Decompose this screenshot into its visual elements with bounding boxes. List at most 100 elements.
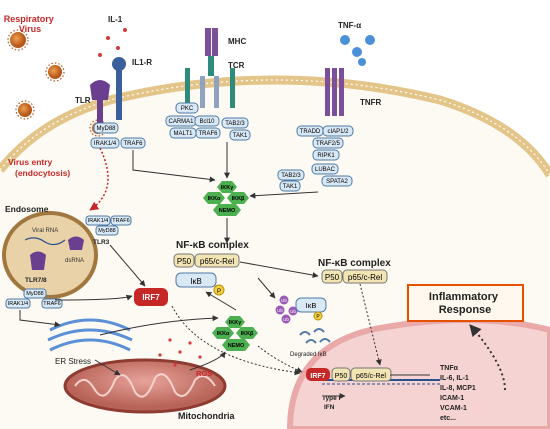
nfkb-complex-free: P50 p65/c-Rel bbox=[321, 269, 388, 284]
p65crel-cyto-label: p65/c-Rel bbox=[200, 257, 234, 266]
mitochondria-label: Mitochondria bbox=[178, 411, 235, 421]
tlr3-adapters: IRAK1/4 TRAF6 MyD88 bbox=[85, 215, 132, 236]
pkc-label: PKC bbox=[181, 106, 194, 112]
ikk-complex-upper: IKKγ IKKα IKKβ NEMO bbox=[203, 181, 249, 216]
ros-label: ROS bbox=[196, 369, 212, 378]
degraded-ikb-label: Degraded IκB bbox=[290, 352, 327, 358]
tradd-label: TRADD bbox=[300, 129, 321, 135]
nfkb-complex-free-title: NF-κB complex bbox=[318, 258, 391, 269]
il1-ligands bbox=[98, 28, 127, 57]
ikk-gamma-upper-label: IKKγ bbox=[221, 185, 234, 191]
ikk-gamma-lower-label: IKKγ bbox=[229, 320, 242, 326]
irak14-label: IRAK1/4 bbox=[94, 141, 117, 147]
viral-rna-strand bbox=[24, 237, 66, 246]
tlr-receptor bbox=[90, 80, 110, 125]
tlr78-receptor bbox=[30, 251, 46, 270]
irak14-lower-label: IRAK1/4 bbox=[8, 301, 28, 307]
ikk-complex-lower: IKKγ IKKα IKKβ NEMO bbox=[212, 316, 258, 351]
nuclear-transcription-complex: IRF7 P50 p65/c-Rel bbox=[306, 367, 440, 385]
ikk-alpha-upper-label: IKKα bbox=[208, 196, 221, 202]
traf25-label: TRAF2/5 bbox=[316, 141, 341, 147]
spata2-label: SPATA2 bbox=[326, 179, 348, 185]
type1-ifn-label: Type I IFN bbox=[322, 395, 342, 411]
p50-cyto-label: P50 bbox=[177, 257, 192, 266]
mhc-label: MHC bbox=[228, 37, 246, 46]
degraded-ikb-fragments bbox=[299, 328, 331, 344]
tlr78-label: TLR7/8 bbox=[25, 277, 47, 284]
myd88-label: MyD88 bbox=[96, 126, 116, 132]
cytokine-list: TNFα IL-6, IL-1 IL-8, MCP1 ICAM-1 VCAM-1… bbox=[440, 365, 478, 422]
svg-text:Ub: Ub bbox=[290, 309, 296, 314]
phospho-cyto-label: P bbox=[217, 289, 221, 295]
tlr3-label: TLR3 bbox=[93, 239, 110, 246]
tnfa-label: TNF-α bbox=[338, 21, 361, 30]
svg-text:Ub: Ub bbox=[277, 308, 283, 313]
irf7-nuclear-label: IRF7 bbox=[310, 373, 325, 380]
traf6-tcr-label: TRAF6 bbox=[198, 131, 218, 137]
il1r-label: IL1-R bbox=[132, 58, 152, 67]
tak1-tnfr-label: TAK1 bbox=[283, 184, 298, 190]
mitochondria-organelle bbox=[63, 358, 227, 414]
tnfr-signaling-complex: TRADD cIAP1/2 TRAF2/5 RIPK1 LUBAC SPATA2… bbox=[277, 125, 354, 192]
viral-rna-label: Viral RNA bbox=[32, 228, 58, 234]
ikb-ub-label: IκB bbox=[306, 301, 317, 310]
virus-entry-path bbox=[89, 147, 109, 211]
mhc-tcr-complex bbox=[185, 28, 235, 108]
ikk-alpha-lower-label: IKKα bbox=[217, 331, 230, 337]
malt1-label: MALT1 bbox=[174, 131, 194, 137]
lubac-label: LUBAC bbox=[315, 167, 336, 173]
nemo-upper-label: NEMO bbox=[219, 208, 236, 214]
svg-text:Ub: Ub bbox=[283, 317, 289, 322]
endosome-label: Endosome bbox=[5, 204, 49, 214]
tab23-label: TAB2/3 bbox=[225, 121, 245, 127]
ros-particles bbox=[158, 338, 202, 367]
ikk-beta-upper-label: IKKβ bbox=[232, 196, 245, 202]
inflammatory-response-box: Inflammatory Response bbox=[407, 284, 524, 322]
tlr3-receptor bbox=[68, 236, 84, 250]
p50-free-label: P50 bbox=[325, 273, 340, 282]
tnfr-label: TNFR bbox=[360, 98, 382, 107]
irf7-label: IRF7 bbox=[142, 293, 160, 302]
myd88-endo-label: MyD88 bbox=[98, 228, 115, 234]
irak14-endo-label: IRAK1/4 bbox=[88, 218, 108, 224]
tak1-label: TAK1 bbox=[233, 133, 248, 139]
tab23-tnfr-label: TAB2/3 bbox=[281, 173, 301, 179]
tnfa-ligands bbox=[340, 35, 375, 66]
pathway-arrows bbox=[19, 142, 506, 399]
il1r-receptor bbox=[112, 57, 126, 120]
virus-entry-label: Virus entry (endocytosis) bbox=[8, 157, 70, 178]
tlr78-adapters: MyD88 IRAK1/4 TRAF6 bbox=[5, 288, 63, 309]
tcr-label: TCR bbox=[228, 61, 245, 70]
ubiquitin-chain: Ub Ub Ub Ub bbox=[275, 295, 298, 324]
dsrna-label: dsRNA bbox=[65, 258, 84, 264]
tnfr-receptor bbox=[325, 68, 344, 116]
respiratory-virus-label: Respiratory Virus bbox=[4, 14, 57, 34]
svg-text:Inflammatory Response: Inflammatory Response bbox=[429, 291, 501, 316]
irf7-cytoplasm: IRF7 bbox=[134, 288, 168, 306]
il1-label: IL-1 bbox=[108, 15, 123, 24]
ikb-cyto-label: IκB bbox=[190, 277, 202, 286]
phospho-ub-label: P bbox=[316, 314, 320, 320]
tlr-label: TLR bbox=[75, 96, 91, 105]
svg-text:Ub: Ub bbox=[281, 298, 287, 303]
p65crel-nuclear-label: p65/c-Rel bbox=[356, 373, 386, 380]
traf6-label: TRAF6 bbox=[123, 141, 143, 147]
p50-nuclear-label: P50 bbox=[335, 373, 348, 380]
nfkb-complex-cyto: P50 p65/c-Rel IκB P bbox=[173, 253, 240, 296]
bcl10-label: Bcl10 bbox=[199, 119, 215, 125]
ikk-beta-lower-label: IKKβ bbox=[241, 331, 254, 337]
myd88-lower-label: MyD88 bbox=[26, 291, 43, 297]
er-stress-label: ER Stress bbox=[55, 357, 91, 366]
nemo-lower-label: NEMO bbox=[228, 343, 245, 349]
traf6-endo-label: TRAF6 bbox=[112, 218, 129, 224]
p65crel-free-label: p65/c-Rel bbox=[348, 273, 382, 282]
nfkb-complex-cyto-title: NF-κB complex bbox=[176, 240, 249, 251]
ciap12-label: cIAP1/2 bbox=[327, 129, 349, 135]
traf6-lower-label: TRAF6 bbox=[43, 301, 60, 307]
carma1-label: CARMA1 bbox=[168, 119, 194, 125]
ripk1-label: RIPK1 bbox=[317, 153, 335, 159]
ikb-ubiquitinated: IκB P bbox=[295, 297, 327, 321]
tlr-adapter-complex: MyD88 IRAK1/4 TRAF6 bbox=[90, 122, 146, 149]
tcr-signalosome: PKC CARMA1 Bcl10 MALT1 TRAF6 TAB2/3 TAK1 bbox=[165, 102, 251, 141]
